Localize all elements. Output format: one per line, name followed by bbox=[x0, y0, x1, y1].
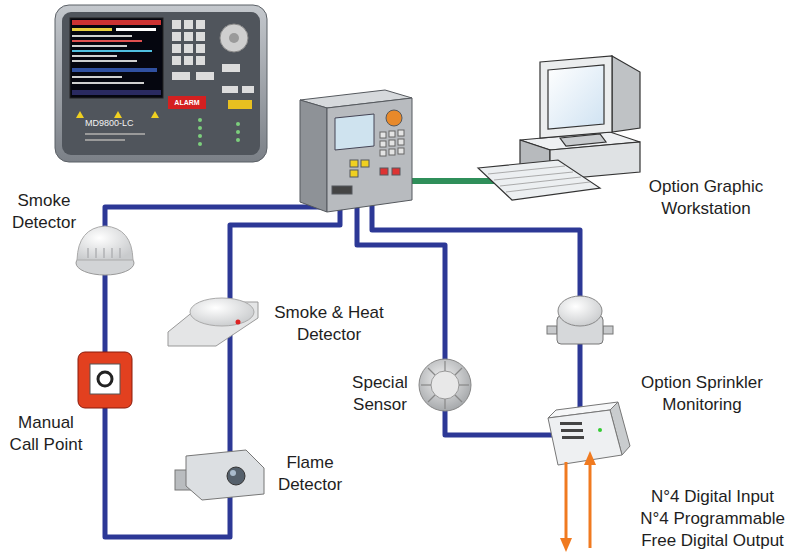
device-name: Manual Call Point bbox=[4, 412, 88, 456]
device-label: Smoke Detector bbox=[4, 190, 84, 234]
heat-detector-icon bbox=[547, 296, 613, 344]
panel-photo bbox=[55, 5, 267, 162]
device-label: Flame Detector bbox=[268, 452, 352, 496]
device-name: Option Sprinkler Monitoring bbox=[612, 372, 792, 416]
io-label: N°4 Digital Input bbox=[630, 486, 795, 508]
device-label: Option Graphic Workstation bbox=[620, 176, 792, 220]
special-sensor-icon bbox=[419, 359, 471, 411]
device-label: Smoke & Heat Detector bbox=[262, 302, 396, 346]
io-label: N°4 Programmable Free Digital Output bbox=[630, 508, 795, 552]
device-label: Manual Call Point bbox=[4, 412, 88, 456]
smoke-detector-icon bbox=[76, 226, 134, 275]
device-label: Option Sprinkler Monitoring bbox=[612, 372, 792, 416]
device-name: Smoke & Heat Detector bbox=[262, 302, 396, 346]
smoke-heat-icon bbox=[168, 298, 258, 346]
device-name: Option Graphic Workstation bbox=[620, 176, 792, 220]
device-name: Special Sensor bbox=[342, 372, 418, 416]
call-point-icon bbox=[78, 352, 132, 408]
device-label: Special Sensor bbox=[342, 372, 418, 416]
flame-detector-icon bbox=[175, 450, 264, 500]
graphic-workstation bbox=[478, 56, 640, 200]
io-arrows bbox=[560, 451, 596, 552]
sprinkler-module-icon bbox=[548, 402, 630, 465]
control-panel bbox=[300, 90, 412, 212]
device-name: Smoke Detector bbox=[4, 190, 84, 234]
model-name: MD9800-LC bbox=[85, 118, 165, 130]
device-name: Flame Detector bbox=[268, 452, 352, 496]
loop-wires bbox=[105, 200, 580, 537]
button-label: ALARM bbox=[168, 98, 206, 107]
